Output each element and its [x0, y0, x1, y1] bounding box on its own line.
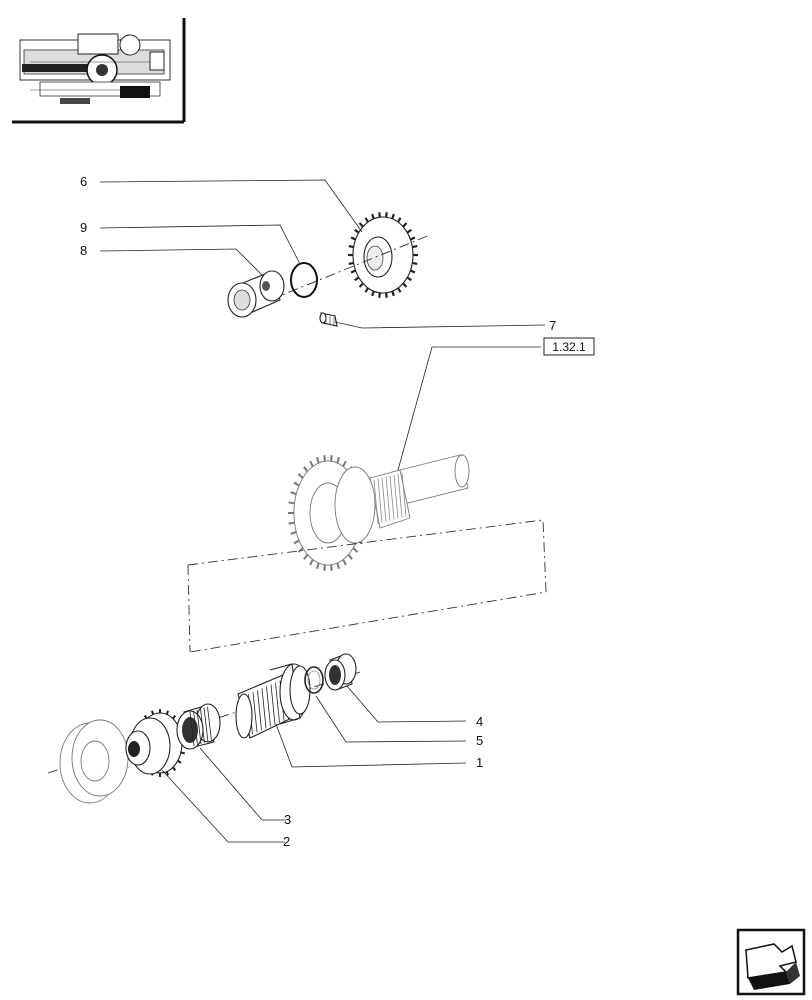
- axis-line-upper: [269, 234, 431, 301]
- callout-8: 8: [80, 243, 87, 258]
- pin-part-7: [319, 312, 338, 327]
- callout-6: 6: [80, 174, 87, 189]
- reference-text: 1.32.1: [552, 340, 586, 354]
- dashed-outline: [187, 519, 547, 653]
- next-page-arrow-icon[interactable]: [736, 928, 806, 996]
- callout-2: 2: [283, 834, 290, 849]
- reference-box[interactable]: 1.32.1: [543, 337, 595, 356]
- leader-lines: [99, 179, 546, 843]
- coupling-part: [59, 719, 129, 804]
- o-ring-part-9: [290, 262, 318, 298]
- bushing-part-8: [227, 270, 285, 318]
- machine-thumbnail-icon: [12, 18, 186, 124]
- gear-part-6: [348, 212, 418, 298]
- callout-9: 9: [80, 220, 87, 235]
- needle-bearing-part-4: [324, 653, 357, 691]
- shaft-part-1: [235, 663, 311, 739]
- snap-ring-part-5: [304, 666, 324, 694]
- shaft-assembly-reference: [288, 454, 470, 571]
- callout-3: 3: [284, 812, 291, 827]
- callout-1: 1: [476, 755, 483, 770]
- needle-bearing-part-3: [176, 703, 221, 750]
- gear-part-2: [125, 709, 186, 777]
- callout-4: 4: [476, 714, 483, 729]
- callout-7: 7: [549, 318, 556, 333]
- callout-5: 5: [476, 733, 483, 748]
